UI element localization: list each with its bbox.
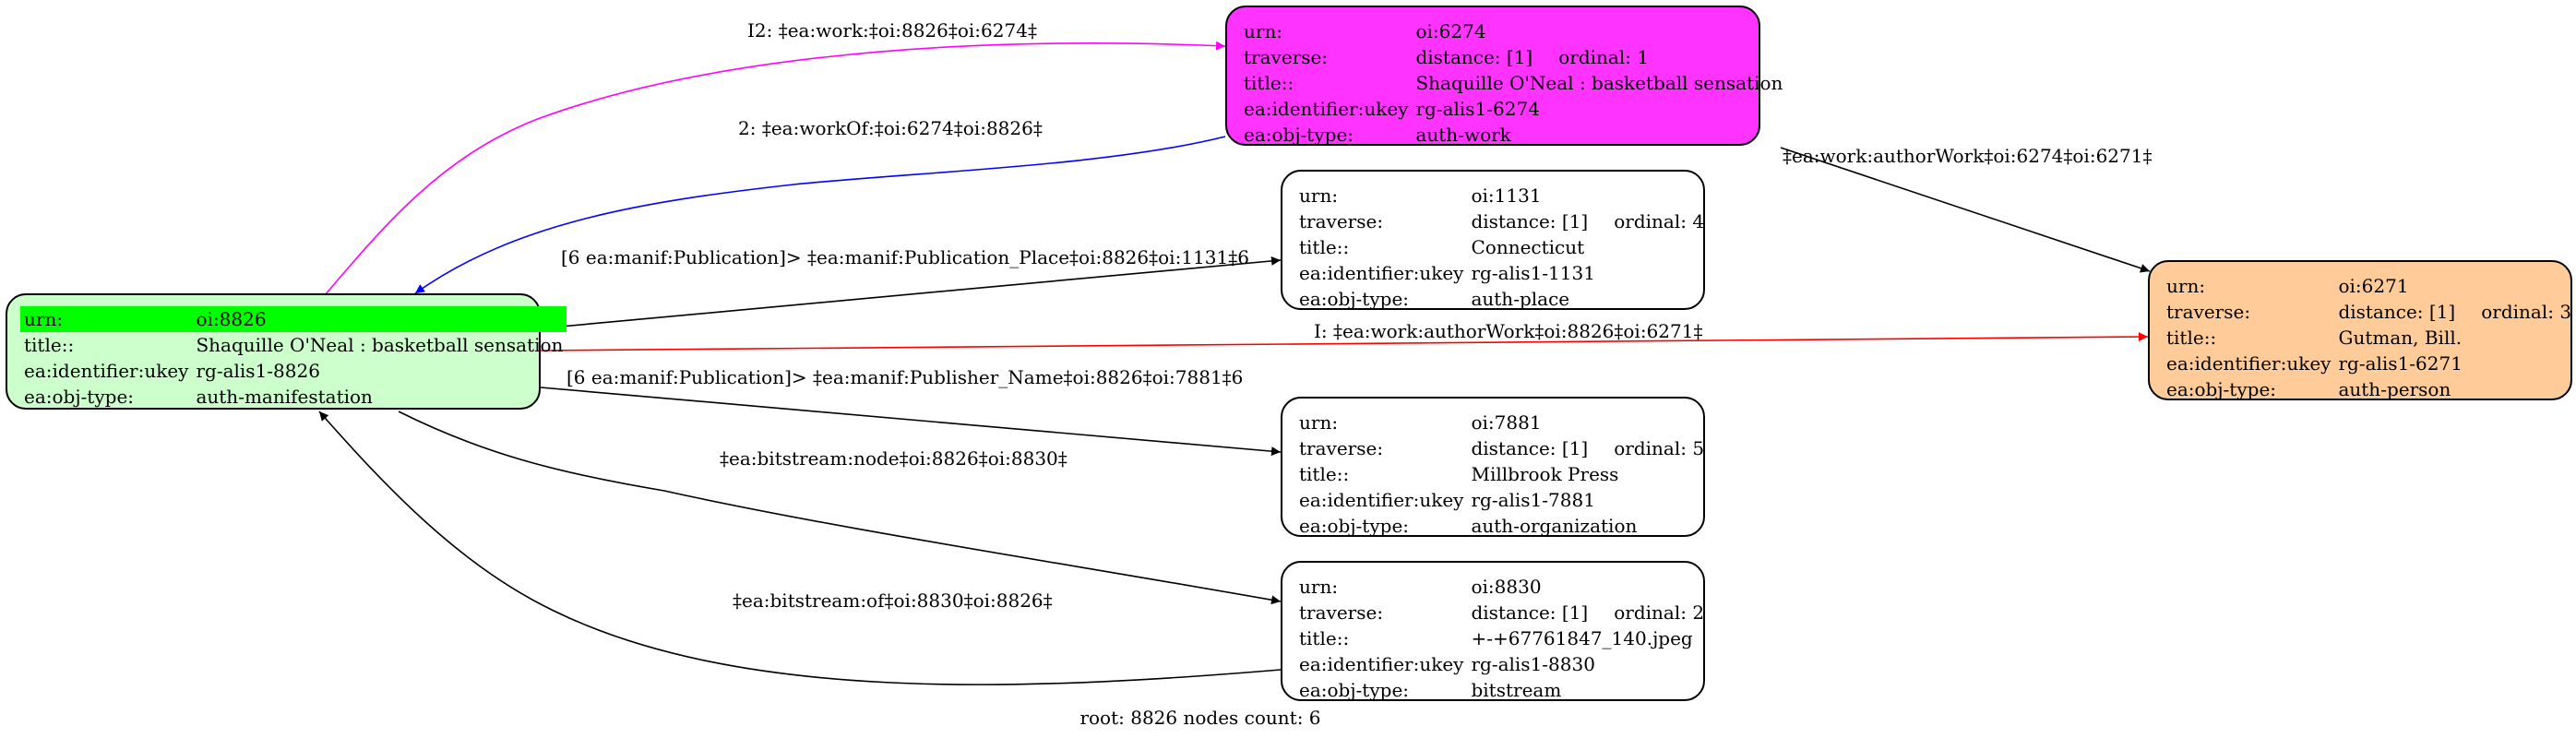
node-6271[interactable]: urn:oi:6271 traverse:distance: [1]ordina… <box>2148 260 2572 400</box>
edge-label-authorwork-6274: ‡ea:work:authorWork‡oi:6274‡oi:6271‡ <box>1783 145 2152 167</box>
node-6274-row-traverse: traverse:distance: [1]ordinal: 1 <box>1244 46 1650 68</box>
node-6274-row-title: title::Shaquille O'Neal : basketball sen… <box>1244 72 1783 94</box>
node-8830-row-title: title::+-+67761847_140.jpeg <box>1299 627 1693 649</box>
node-6274-ordinal: ordinal: 1 <box>1558 46 1650 68</box>
edge-label-publisher-name: [6 ea:manif:Publication]> ‡ea:manif:Publ… <box>566 366 1243 388</box>
edge-label-bitstream-of: ‡ea:bitstream:of‡oi:8830‡oi:8826‡ <box>733 589 1053 612</box>
node-8826-row-objtype: ea:obj-type: auth-manifestation <box>24 386 373 408</box>
node-8830-ordinal: ordinal: 2 <box>1614 601 1705 624</box>
edge-label-authorwork-8826: I: ‡ea:work:authorWork‡oi:8826‡oi:6271‡ <box>1314 320 1702 342</box>
node-7881-row-traverse: traverse:distance: [1]ordinal: 5 <box>1299 437 1705 459</box>
node-6274-row-objtype: ea:obj-type:auth-work <box>1244 124 1511 146</box>
node-6271-row-urn: urn:oi:6271 <box>2166 275 2409 297</box>
node-7881-row-objtype: ea:obj-type:auth-organization <box>1299 515 1638 537</box>
node-6271-row-title: title::Gutman, Bill. <box>2166 327 2463 349</box>
node-8830-row-traverse: traverse:distance: [1]ordinal: 2 <box>1299 601 1705 624</box>
node-8830[interactable]: urn:oi:8830 traverse:distance: [1]ordina… <box>1281 561 1705 701</box>
footer-text: root: 8826 nodes count: 6 <box>1079 707 1321 729</box>
node-1131-row-objtype: ea:obj-type:auth-place <box>1299 288 1570 310</box>
node-7881-row-title: title::Millbrook Press <box>1299 463 1619 485</box>
edge-bitstream-of <box>318 411 1282 685</box>
edge-authorwork-6274-6271 <box>1780 147 2151 273</box>
node-7881[interactable]: urn:oi:7881 traverse:distance: [1]ordina… <box>1281 397 1705 537</box>
node-8826-row-title: title:: Shaquille O'Neal : basketball se… <box>24 334 564 356</box>
edge-bitstream-node <box>398 411 1282 605</box>
node-8826-row-urn: urn: oi:8826 <box>20 306 567 332</box>
node-1131-row-title: title::Connecticut <box>1299 236 1585 258</box>
node-6274[interactable]: urn:oi:6274 traverse:distance: [1]ordina… <box>1225 6 1783 146</box>
node-8826[interactable]: urn: oi:8826 title:: Shaquille O'Neal : … <box>6 293 567 410</box>
edge-workof-6274-8826 <box>414 136 1226 294</box>
node-1131-distance: distance: [1] <box>1471 210 1589 232</box>
node-1131-row-urn: urn:oi:1131 <box>1299 184 1542 207</box>
edge-publication-place <box>540 256 1282 329</box>
edge-publisher-name <box>540 387 1282 457</box>
edge-label-bitstream-node: ‡ea:bitstream:node‡oi:8826‡oi:8830‡ <box>720 447 1067 470</box>
node-1131-row-traverse: traverse:distance: [1]ordinal: 4 <box>1299 210 1705 232</box>
node-6274-row-urn: urn:oi:6274 <box>1244 20 1486 42</box>
node-1131-ordinal: ordinal: 4 <box>1614 210 1705 232</box>
node-6271-distance: distance: [1] <box>2338 301 2456 323</box>
edge-label-workof: 2: ‡ea:workOf:‡oi:6274‡oi:8826‡ <box>738 117 1043 139</box>
graph-footer: root: 8826 nodes count: 6 <box>0 707 2576 729</box>
node-6274-distance: distance: [1] <box>1415 46 1533 68</box>
node-7881-distance: distance: [1] <box>1471 437 1589 459</box>
node-1131[interactable]: urn:oi:1131 traverse:distance: [1]ordina… <box>1281 170 1705 310</box>
edge-work-8826-6274 <box>324 41 1226 296</box>
node-8830-distance: distance: [1] <box>1471 601 1589 624</box>
node-8830-row-urn: urn:oi:8830 <box>1299 576 1542 598</box>
node-8830-row-objtype: ea:obj-type:bitstream <box>1299 679 1562 701</box>
node-6271-ordinal: ordinal: 3 <box>2481 301 2572 323</box>
edge-authorwork-8826-6271 <box>540 332 2149 351</box>
edge-label-publication-place: [6 ea:manif:Publication]> ‡ea:manif:Publ… <box>561 246 1249 268</box>
node-8826-row-ukey: ea:identifier:ukey rg-alis1-8826 <box>24 360 320 382</box>
edge-label-work: I2: ‡ea:work:‡oi:8826‡oi:6274‡ <box>747 19 1037 42</box>
node-6271-row-objtype: ea:obj-type:auth-person <box>2166 378 2451 400</box>
node-6271-row-traverse: traverse:distance: [1]ordinal: 3 <box>2166 301 2572 323</box>
node-7881-ordinal: ordinal: 5 <box>1614 437 1705 459</box>
node-7881-row-urn: urn:oi:7881 <box>1299 411 1542 434</box>
